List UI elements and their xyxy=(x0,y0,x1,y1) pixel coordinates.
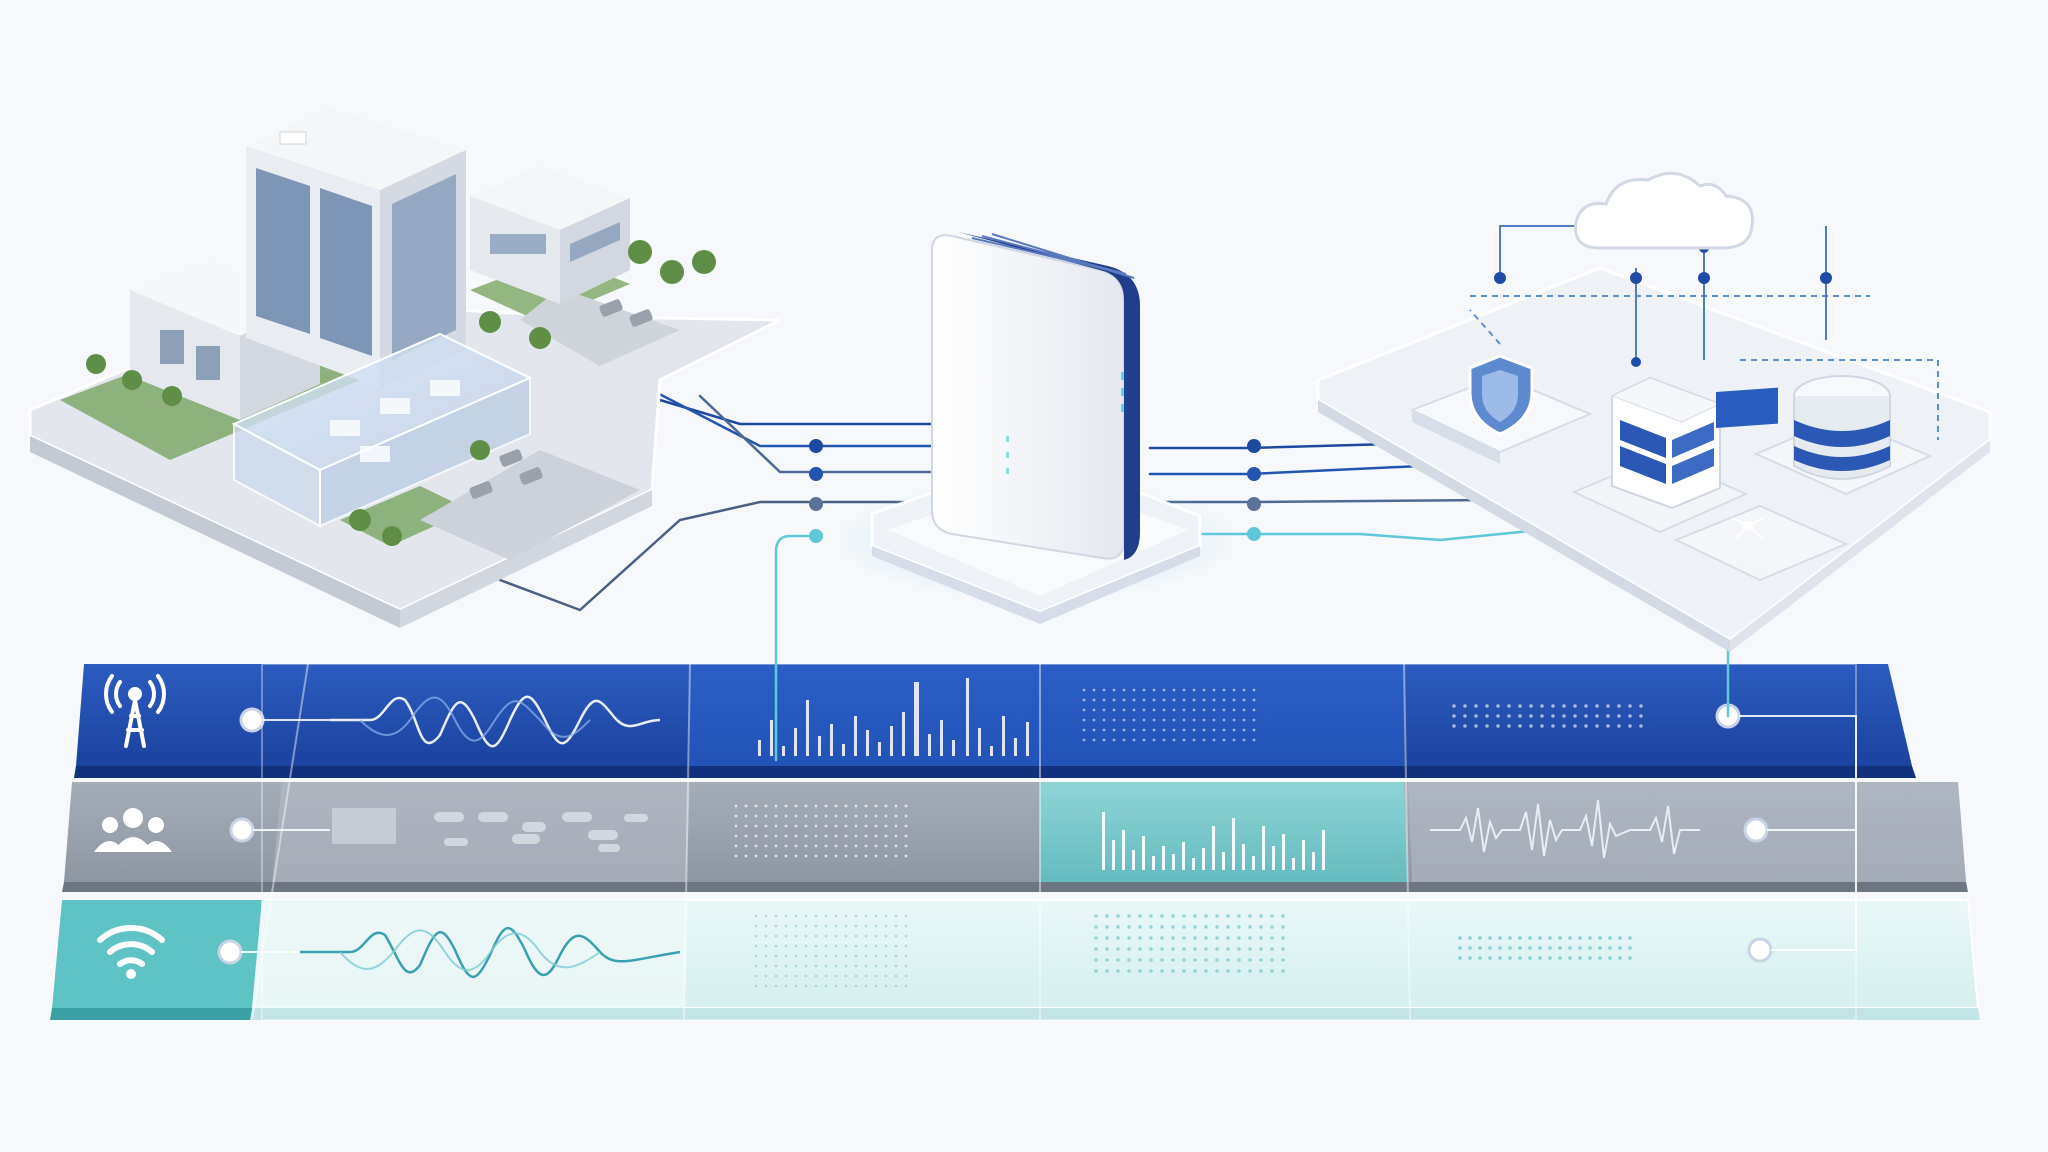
cloud-icon xyxy=(1576,173,1753,248)
cloud-platform xyxy=(1318,173,1990,652)
signal-bands xyxy=(50,664,1980,1020)
office-building-icon xyxy=(30,108,780,628)
router-icon xyxy=(836,232,1236,624)
band-wifi xyxy=(50,900,1980,1020)
